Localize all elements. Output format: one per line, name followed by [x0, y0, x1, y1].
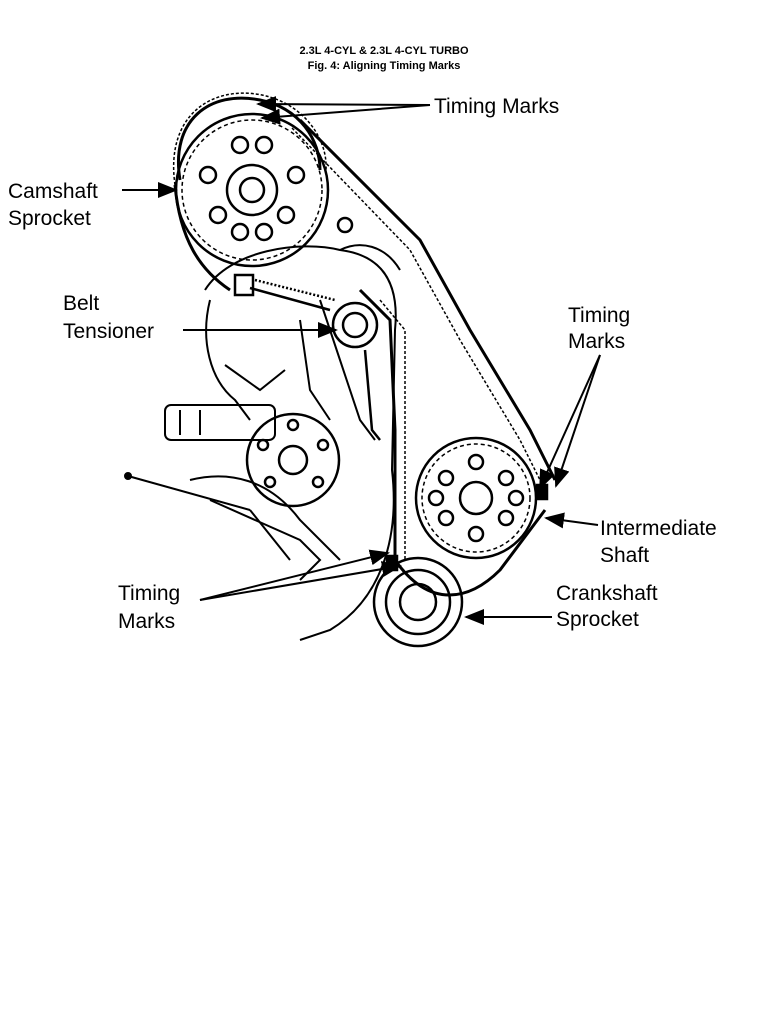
label-timing-right-line2: Marks: [568, 330, 625, 353]
label-belt-line1: Belt: [63, 292, 99, 315]
engine-block: [164, 244, 401, 641]
label-timing-marks-top: Timing Marks: [434, 95, 559, 118]
label-camshaft-line2: Sprocket: [8, 207, 91, 230]
dipstick: [124, 472, 291, 561]
label-intermediate-line2: Shaft: [600, 544, 649, 567]
label-belt-line2: Tensioner: [63, 320, 154, 343]
intermediate-shaft-sprocket: [414, 436, 549, 560]
camshaft-sprocket: [174, 112, 354, 268]
auxiliary-pulley: [245, 412, 341, 508]
leader-lines: [122, 96, 601, 625]
diagram-title: 2.3L 4-CYL & 2.3L 4-CYL TURBO: [299, 45, 469, 57]
crankshaft-sprocket: [372, 554, 464, 648]
label-camshaft-line1: Camshaft: [8, 180, 98, 203]
label-crank-line1: Crankshaft: [556, 582, 658, 605]
label-crank-line2: Sprocket: [556, 608, 639, 631]
label-timing-bottom-line1: Timing: [118, 582, 180, 605]
figure-caption: Fig. 4: Aligning Timing Marks: [307, 60, 461, 72]
label-timing-right-line1: Timing: [568, 304, 630, 327]
label-timing-bottom-line2: Marks: [118, 610, 175, 633]
label-intermediate-line1: Intermediate: [600, 517, 717, 540]
